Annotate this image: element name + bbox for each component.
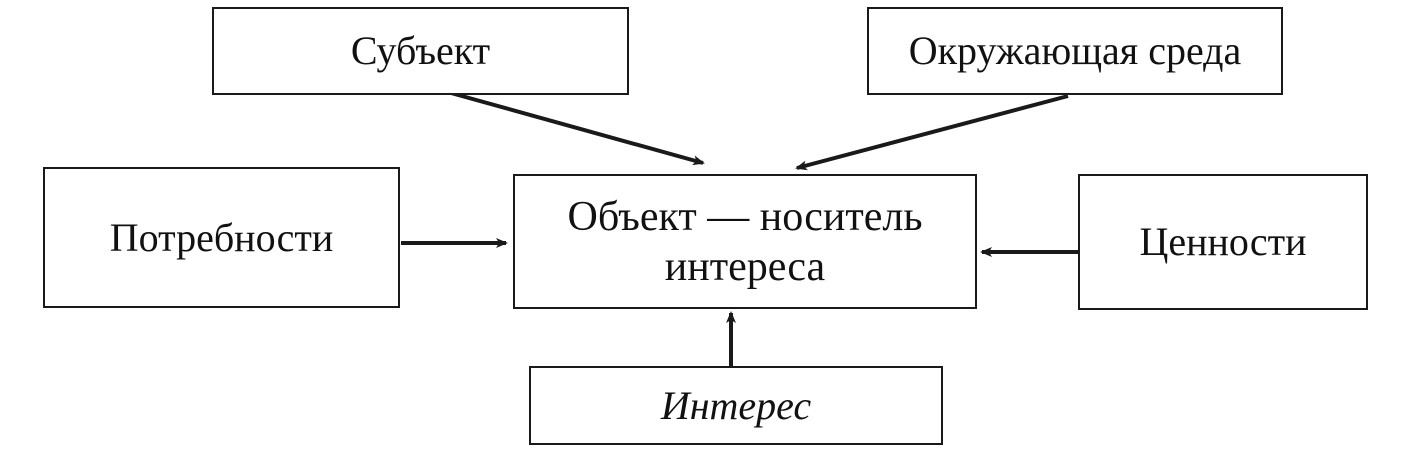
- node-environment-label: Окружающая среда: [908, 28, 1242, 73]
- node-environment: Окружающая среда: [867, 7, 1283, 95]
- node-values: Ценности: [1078, 174, 1368, 310]
- node-interest: Интерес: [529, 366, 943, 445]
- node-object-text: Объект — носитель интереса: [568, 192, 923, 292]
- node-object: Объект — носитель интереса: [513, 174, 977, 309]
- node-object-label-line1: Объект — носитель: [567, 193, 923, 240]
- node-values-label: Ценности: [1139, 219, 1307, 264]
- node-subject: Субъект: [212, 7, 629, 95]
- arrow-environment-to-object: [795, 94, 1069, 171]
- node-needs: Потребности: [43, 167, 400, 308]
- node-subject-label: Субъект: [350, 28, 491, 73]
- node-needs-label: Потребности: [109, 214, 334, 260]
- node-object-label-line2: интереса: [664, 243, 826, 290]
- arrow-subject-to-object: [450, 91, 705, 166]
- node-interest-label: Интерес: [660, 382, 812, 428]
